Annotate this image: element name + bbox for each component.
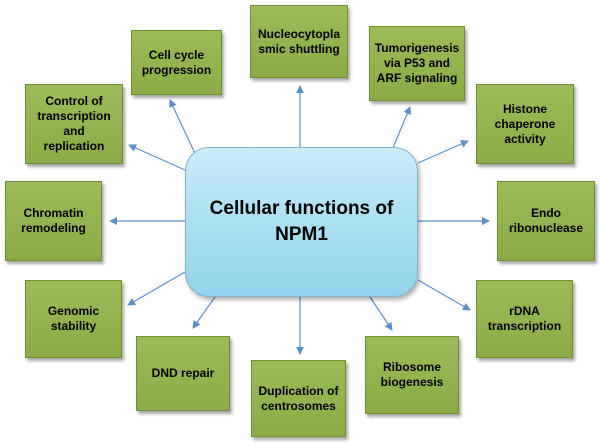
function-box-chromatin: Chromatin remodeling (5, 181, 102, 261)
arrow-to-control-transcription (128, 144, 186, 171)
function-label: Cell cycle progression (141, 47, 212, 77)
arrow-to-rdna-transcription (417, 279, 471, 311)
function-box-ribosome-biogenesis: Ribosome biogenesis (365, 336, 459, 414)
function-label: Chromatin remodeling (21, 206, 86, 235)
function-box-dnd-repair: DND repair (136, 336, 230, 411)
center-node-npm1: Cellular functions of NPM1 (185, 147, 418, 297)
function-box-endo-ribonuclease: Endo ribonuclease (497, 181, 595, 261)
arrow-to-histone-chaperone (417, 140, 469, 164)
function-box-cell-cycle: Cell cycle progression (131, 30, 222, 95)
center-label: Cellular functions of NPM1 (209, 198, 394, 245)
function-box-duplication-centrosomes: Duplication of centrosomes (251, 360, 346, 437)
function-label: Nucleocytopla smic shuttling (257, 26, 341, 56)
function-label: DND repair (151, 366, 215, 380)
function-label: Tumorigenesis via P53 and ARF signaling (374, 41, 460, 85)
function-label: Histone chaperone activity (494, 101, 556, 146)
function-label: Control of transcription and replication (37, 94, 111, 153)
function-label: Ribosome biogenesis (380, 360, 444, 389)
arrow-to-ribosome-biogenesis (369, 296, 393, 331)
arrow-to-dnd-repair (192, 296, 216, 329)
function-label: rDNA transcription (487, 304, 562, 333)
function-box-histone-chaperone: Histone chaperone activity (476, 84, 574, 164)
function-label: Endo ribonuclease (508, 206, 584, 235)
function-label: Genomic stability (47, 304, 100, 333)
function-label: Duplication of centrosomes (258, 383, 339, 413)
function-box-tumorigenesis: Tumorigenesis via P53 and ARF signaling (369, 26, 465, 101)
arrow-to-genomic-stability (127, 271, 186, 306)
function-box-genomic-stability: Genomic stability (25, 280, 122, 358)
function-box-rdna-transcription: rDNA transcription (476, 280, 573, 358)
arrow-to-cell-cycle (169, 99, 199, 161)
function-box-nucleocytoplasmic: Nucleocytopla smic shuttling (250, 5, 348, 78)
function-box-control-transcription: Control of transcription and replication (25, 84, 123, 164)
